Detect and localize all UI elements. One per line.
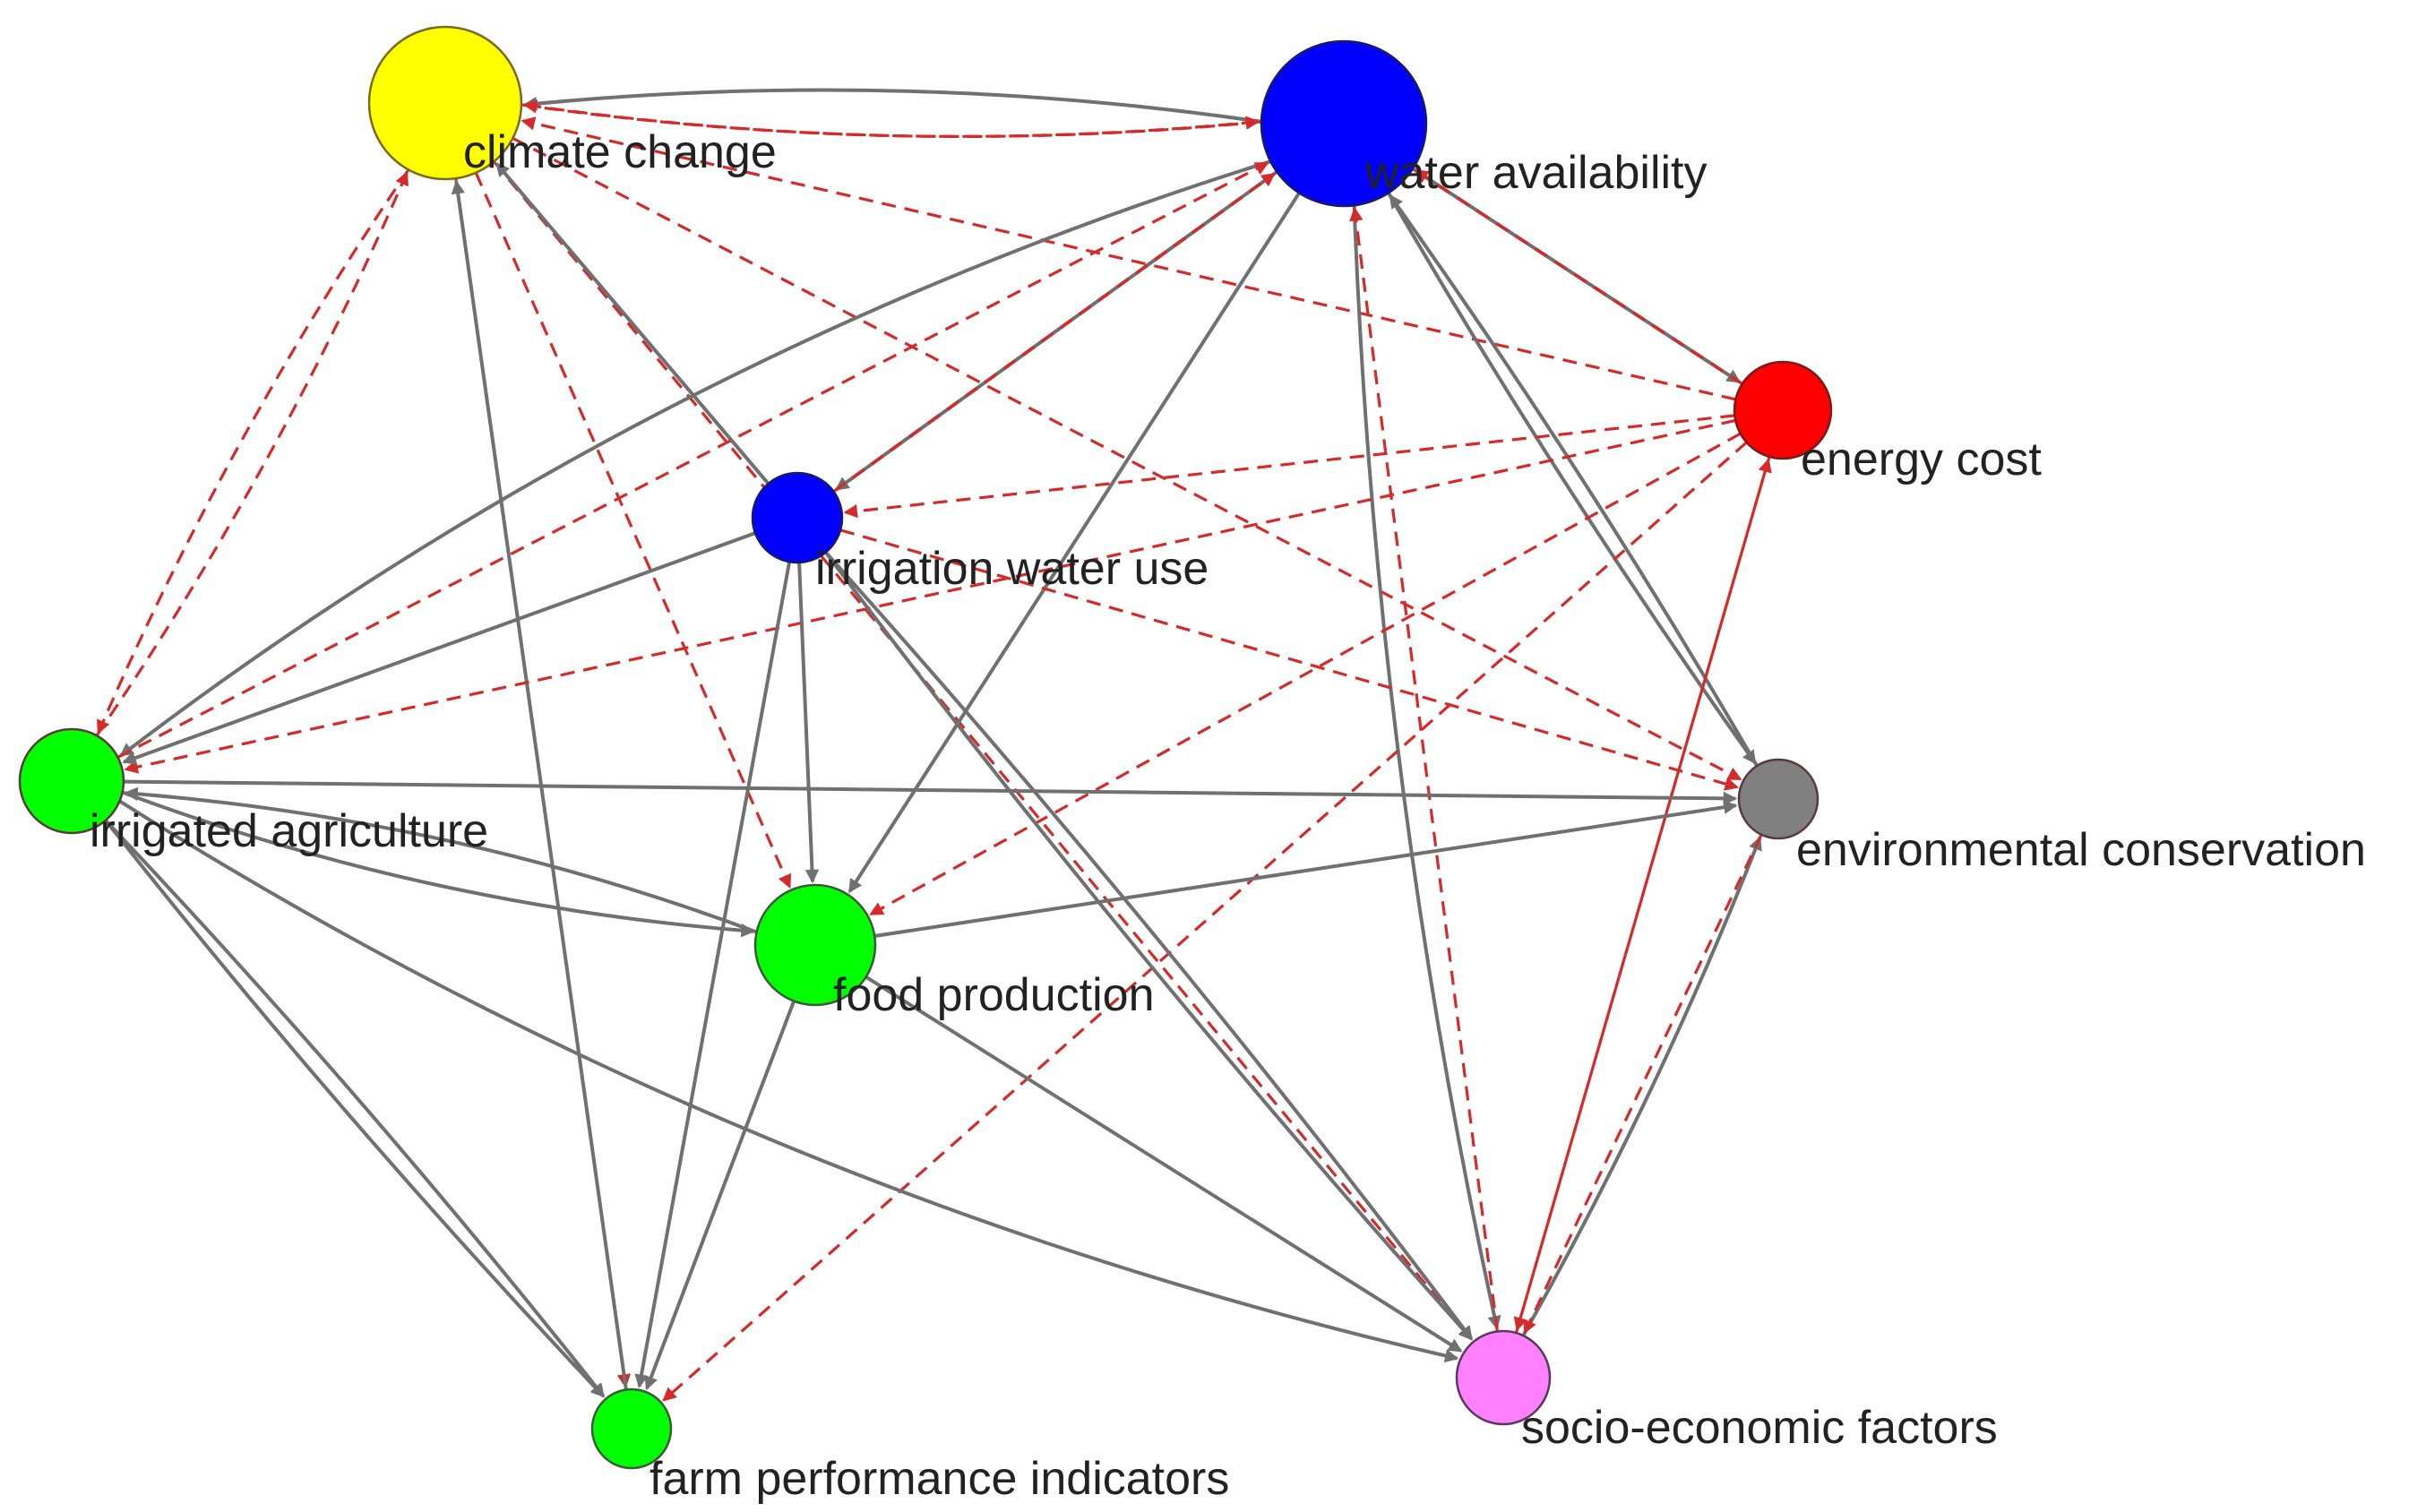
edge-water-to-envcons — [1387, 192, 1757, 765]
edge-envcons-to-socio — [1523, 834, 1763, 1335]
edge-iwu-to-food — [797, 562, 820, 884]
edge-irragri-to-envcons — [123, 779, 1738, 806]
edge-iwu-to-irragri — [122, 531, 756, 765]
node-label-iwu: irrigation water use — [815, 543, 1209, 595]
edge-food-to-irragri — [124, 786, 758, 934]
edge-envcons-to-water — [1389, 193, 1759, 768]
edge-iwu-to-water — [832, 172, 1276, 493]
node-label-climate: climate change — [463, 126, 777, 178]
edge-energy-to-farm — [662, 441, 1748, 1402]
node-socio[interactable] — [1455, 1329, 1552, 1426]
edge-food-to-socio — [865, 975, 1463, 1353]
node-label-farm: farm performance indicators — [650, 1453, 1229, 1505]
edge-water-to-climate — [522, 99, 1262, 139]
edge-irragri-to-climate — [95, 171, 409, 737]
edge-energy-to-water — [1414, 169, 1743, 385]
edge-food-to-envcons — [873, 800, 1738, 938]
nodes-layer — [18, 25, 1833, 1470]
edges-layer — [95, 88, 1772, 1402]
node-label-irragri: irrigated agriculture — [90, 805, 488, 857]
node-label-envcons: environmental conservation — [1796, 824, 2366, 876]
node-label-socio: socio-economic factors — [1521, 1402, 1998, 1454]
node-label-water: water availability — [1364, 147, 1708, 199]
edge-socio-to-envcons — [1521, 836, 1762, 1336]
edge-energy-to-climate — [520, 116, 1736, 401]
node-label-energy: energy cost — [1801, 434, 2042, 485]
node-label-food: food production — [833, 969, 1155, 1021]
edge-energy-to-socio — [1513, 456, 1771, 1332]
edge-irragri-to-socio — [118, 799, 1459, 1363]
node-water[interactable] — [1260, 39, 1428, 208]
edge-iwu-to-socio — [824, 551, 1474, 1341]
edge-irragri-to-farm — [104, 819, 606, 1398]
edge-iwu-to-farm — [634, 561, 792, 1388]
edge-climate-to-socio — [493, 160, 1473, 1341]
edge-climate-to-envcons — [512, 136, 1742, 781]
edge-iwu-to-envcons — [839, 528, 1739, 791]
edge-water-to-irragri — [119, 159, 1271, 758]
edge-climate-to-irragri — [97, 168, 410, 735]
edge-food-to-farm — [644, 1000, 796, 1391]
edge-energy-to-iwu — [843, 414, 1735, 519]
edge-water-to-socio — [1352, 205, 1501, 1330]
edge-irragri-to-food — [121, 790, 755, 938]
edge-energy-to-irragri — [124, 418, 1736, 774]
node-energy[interactable] — [1733, 360, 1833, 460]
node-farm[interactable] — [590, 1387, 673, 1470]
edge-socio-to-water — [1349, 207, 1499, 1332]
edge-energy-to-food — [869, 432, 1742, 916]
node-food[interactable] — [753, 883, 877, 1007]
node-climate[interactable] — [367, 25, 523, 181]
edge-water-to-climate — [522, 88, 1262, 124]
node-irragri[interactable] — [18, 727, 125, 835]
edge-irragri-to-water — [116, 161, 1269, 759]
edge-iwu-to-socio — [824, 551, 1473, 1341]
edge-socio-to-energy — [1514, 458, 1772, 1334]
node-iwu[interactable] — [751, 471, 844, 564]
labels-layer: climate change water availability energy c… — [90, 126, 2366, 1505]
edge-climate-to-food — [474, 172, 792, 889]
edge-iwu-to-climate — [495, 162, 770, 485]
node-envcons[interactable] — [1737, 758, 1820, 840]
edge-irragri-to-farm — [104, 819, 606, 1398]
